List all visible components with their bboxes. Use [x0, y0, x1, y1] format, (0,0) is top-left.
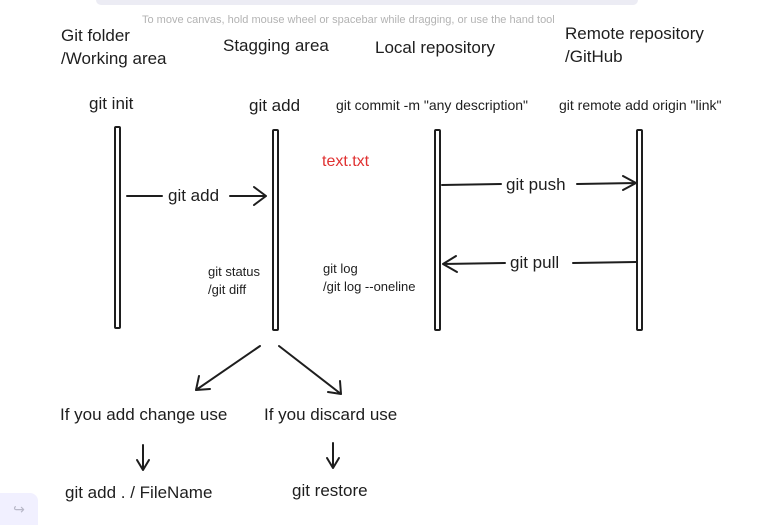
label-git-status: git status /git diff: [208, 264, 261, 297]
label-git-init: git init: [89, 94, 134, 113]
push-arrow-head: [576, 175, 637, 191]
diag-arrow-right: [278, 345, 342, 395]
heading-local-repo: Local repository: [375, 38, 496, 57]
heading-working-area: Git folder /Working area: [61, 26, 167, 68]
down-arrow-add: [136, 444, 150, 471]
label-discard: If you discard use: [264, 405, 398, 424]
working-area-bar: [114, 126, 121, 329]
label-git-restore: git restore: [292, 481, 368, 500]
heading-staging-area: Stagging area: [223, 36, 329, 55]
local-repo-bar: [434, 129, 441, 331]
heading-remote-repo: Remote repository /GitHub: [565, 24, 704, 66]
label-git-add-file: git add . / FileName: [65, 483, 213, 502]
pull-arrow-head: [442, 255, 506, 273]
canvas-hint: To move canvas, hold mouse wheel or spac…: [142, 14, 555, 26]
label-git-pull: git pull: [510, 253, 560, 272]
label-git-add-top: git add: [249, 96, 301, 115]
label-git-add-arrow: git add: [168, 186, 220, 205]
label-add-change: If you add change use: [60, 405, 228, 424]
push-arrow-tail: [441, 183, 502, 186]
file-text-txt: text.txt: [322, 153, 370, 170]
toolbar-strip: [96, 0, 638, 5]
pull-arrow-tail: [572, 261, 637, 264]
redo-button[interactable]: ↪: [0, 493, 38, 525]
label-git-push: git push: [506, 175, 566, 194]
diag-arrow-left: [195, 345, 261, 391]
down-arrow-restore: [326, 442, 340, 469]
redo-icon: ↪: [13, 500, 25, 517]
add-arrow-head: [229, 186, 267, 206]
label-git-remote-add: git remote add origin "link": [559, 97, 722, 113]
staging-area-bar: [272, 129, 279, 331]
label-git-commit: git commit -m "any description": [336, 97, 528, 113]
label-git-log: git log /git log --oneline: [323, 261, 416, 294]
remote-repo-bar: [636, 129, 643, 331]
